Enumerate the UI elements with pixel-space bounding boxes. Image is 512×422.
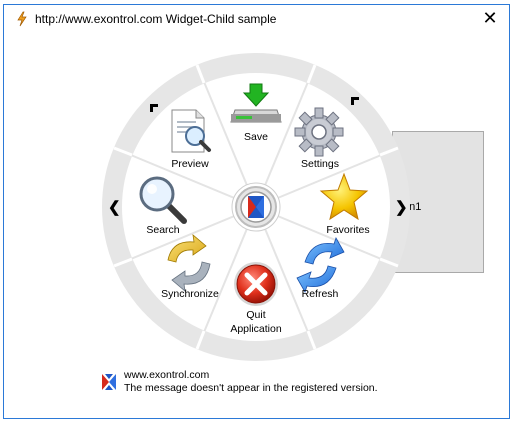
preview-document-icon[interactable] bbox=[171, 109, 211, 153]
app-icon bbox=[17, 11, 27, 27]
window-title: http://www.exontrol.com Widget-Child sam… bbox=[35, 12, 277, 26]
menu-item-quit-label-line1[interactable]: Quit bbox=[246, 309, 266, 321]
sync-arrows-icon[interactable] bbox=[167, 234, 211, 292]
corner-arrow-top-left[interactable] bbox=[150, 104, 158, 112]
menu-item-refresh-label[interactable]: Refresh bbox=[301, 288, 339, 300]
corner-arrow-top-right[interactable] bbox=[351, 97, 359, 105]
star-icon[interactable] bbox=[319, 172, 369, 221]
sector-dividers bbox=[113, 64, 399, 350]
menu-item-favorites-label[interactable]: Favorites bbox=[326, 224, 370, 236]
title-bar: http://www.exontrol.com Widget-Child sam… bbox=[4, 5, 509, 33]
footer-website: www.exontrol.com bbox=[124, 369, 210, 381]
magnifier-icon[interactable] bbox=[139, 176, 187, 224]
quit-x-icon[interactable] bbox=[234, 262, 278, 306]
close-button[interactable]: ✕ bbox=[482, 8, 498, 28]
refresh-arrows-icon[interactable] bbox=[296, 237, 345, 293]
menu-item-synchronize-label[interactable]: Synchronize bbox=[161, 288, 219, 300]
save-disk-icon[interactable] bbox=[230, 83, 282, 123]
center-button[interactable] bbox=[231, 182, 281, 232]
menu-item-save-label[interactable]: Save bbox=[244, 131, 268, 143]
menu-item-search-label[interactable]: Search bbox=[146, 224, 180, 236]
menu-item-quit-label-line2[interactable]: Application bbox=[230, 323, 282, 335]
exontrol-footer-logo-icon bbox=[102, 374, 116, 390]
nav-left-arrow[interactable]: ❮ bbox=[108, 199, 121, 216]
exontrol-logo-icon bbox=[248, 196, 264, 218]
footer-message: The message doesn't appear in the regist… bbox=[124, 382, 378, 394]
menu-item-preview-label[interactable]: Preview bbox=[171, 158, 209, 170]
menu-item-settings-label[interactable]: Settings bbox=[301, 158, 339, 170]
ring-gaps bbox=[113, 64, 399, 350]
nav-right-arrow[interactable]: ❯ bbox=[395, 199, 408, 216]
gear-icon[interactable] bbox=[294, 107, 344, 157]
